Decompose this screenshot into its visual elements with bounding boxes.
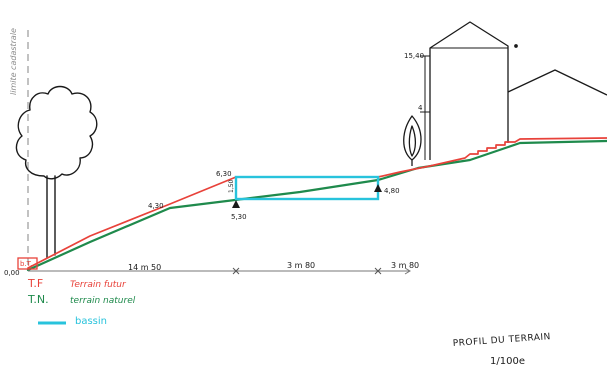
future-terrain-line <box>27 137 607 269</box>
natural-terrain-line <box>26 139 607 272</box>
elevation-6-30: 6,30 <box>216 170 232 178</box>
elevation-labels: 0,00 4,30 6,30 1,50 5,30 4,80 15,40 4 <box>4 52 424 277</box>
bt-label: b.T. <box>20 260 32 268</box>
title-block: PROFIL DU TERRAIN 1/100e <box>453 332 552 367</box>
shrub <box>403 115 422 166</box>
dimension-line: 14 m 50 3 m 80 3 m 80 <box>28 261 419 275</box>
legend: T.F Terrain futur T.N. terrain naturel b… <box>27 277 136 327</box>
dimension-2: 3 m 80 <box>287 261 315 270</box>
dimension-1: 14 m 50 <box>128 263 161 272</box>
drawing-title: PROFIL DU TERRAIN <box>453 332 552 349</box>
house-outline <box>429 21 607 160</box>
elevation-4: 4 <box>418 104 423 112</box>
legend-tf-text: Terrain futur <box>70 280 127 290</box>
property-boundary-line: limite cadastrale <box>9 28 29 268</box>
legend-bassin-text: bassin <box>75 316 107 327</box>
elevation-5-30: 5,30 <box>231 213 247 221</box>
tree-left <box>15 85 98 259</box>
level-markers <box>232 184 382 208</box>
legend-tf-code: T.F <box>27 277 43 290</box>
bassin-rectangle <box>234 175 380 201</box>
elevation-4-30: 4,30 <box>148 202 164 210</box>
drawing-scale: 1/100e <box>490 356 525 367</box>
house-height-mark <box>420 55 430 160</box>
elevation-1-50: 1,50 <box>228 179 235 193</box>
legend-tn-code: T.N. <box>27 293 49 306</box>
dimension-3: 3 m 80 <box>391 261 419 270</box>
elevation-4-80: 4,80 <box>384 187 400 195</box>
elevation-0-00: 0,00 <box>4 269 20 277</box>
elevation-15-40: 15,40 <box>404 52 424 60</box>
property-boundary-label: limite cadastrale <box>9 28 18 95</box>
legend-tn-text: terrain naturel <box>70 296 136 306</box>
bt-marker: b.T. <box>17 257 38 270</box>
